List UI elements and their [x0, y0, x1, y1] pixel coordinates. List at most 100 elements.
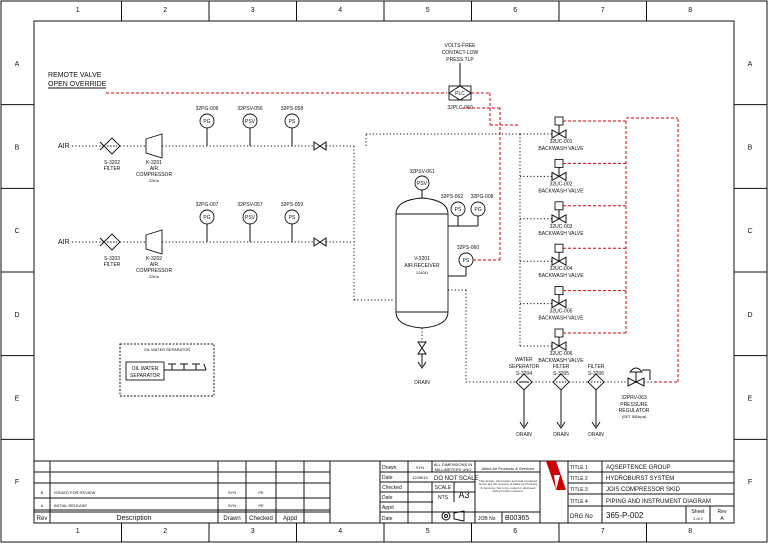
remote-override-line1: REMOTE VALVE: [48, 72, 102, 79]
column-ref-2: 2: [163, 528, 167, 535]
column-ref-3: 3: [251, 7, 255, 14]
row-ref-D: D: [747, 312, 752, 319]
gauge-32pg006: [199, 113, 215, 129]
row-ref-B: B: [15, 145, 20, 152]
tb-title4-label: TITLE 4: [570, 499, 588, 505]
compressor-k3201-tag: K-3201: [146, 160, 162, 166]
column-ref-7: 7: [601, 7, 605, 14]
psv-32psv061-symbol: PSV: [417, 181, 428, 187]
backwash-valve-name: BACKWASH VALVE: [538, 231, 584, 237]
solenoid-valve-icon: [551, 129, 567, 139]
actuator-icon: [554, 116, 564, 126]
rev-header-rev: Rev: [37, 516, 48, 522]
tb-date-label: Date: [382, 475, 393, 481]
tb-job-val: B00365: [505, 515, 529, 522]
tb-rev-val: A: [720, 516, 724, 522]
solenoid-valve-icon: [551, 341, 567, 351]
switch-32ps059: [284, 209, 300, 225]
prv-set: (SET 550kpa): [622, 414, 647, 419]
gauge-32pg008: [470, 201, 486, 217]
water-sep-name2: SEPERATOR: [509, 364, 540, 370]
compressor-k3202-rating: 22Kw: [149, 274, 159, 279]
tb-checked-label: Checked: [382, 485, 402, 491]
psv-32psv057-symbol: PSV: [245, 215, 256, 221]
tb-dims-note-1: ALL DIMENSIONS IN: [434, 462, 473, 467]
row-ref-C: C: [747, 228, 752, 235]
projection-symbol-icon: [441, 510, 465, 522]
gauge-32pg008-symbol: PG: [474, 207, 481, 213]
plc-symbol-label: PLC: [455, 91, 465, 97]
column-ref-8: 8: [688, 528, 692, 535]
backwash-valve-tag: 32UC-004: [550, 266, 573, 272]
rev-header-drawn: Drawn: [223, 516, 240, 522]
rev-header-desc: Description: [116, 515, 151, 522]
filter-s3205-name: FILTER: [553, 364, 570, 370]
column-ref-5: 5: [426, 528, 430, 535]
receiver-tag: V-3201: [414, 256, 430, 262]
psv-32psv056-symbol: PSV: [245, 119, 256, 125]
tb-scale-label: SCALE: [435, 485, 452, 491]
separator-box-title: OIL WATER SEPARATOR: [144, 347, 191, 352]
rev-row1-checked: PE: [258, 490, 264, 495]
tb-sheet-label: Sheet: [691, 509, 705, 515]
rev-header-checked: Checked: [249, 516, 273, 522]
psv-32psv057-tag: 32PSV-057: [237, 202, 263, 208]
drain-valve-icon: [417, 341, 427, 355]
switch-32ps059-symbol: PS: [289, 215, 296, 221]
row-ref-C: C: [14, 228, 19, 235]
column-ref-3: 3: [251, 528, 255, 535]
actuator-icon: [554, 328, 564, 338]
rev-header-appd: Appd: [283, 516, 297, 522]
compressor-k3202-tag: K-3202: [146, 256, 162, 262]
psv-32psv057: [242, 209, 258, 225]
backwash-valve-name: BACKWASH VALVE: [538, 146, 584, 152]
gauge-32pg006-symbol: PG: [203, 119, 210, 125]
tb-date-val: 12/08/19: [412, 475, 428, 480]
filter-s3203-tag: S-3203: [104, 256, 120, 262]
drain-label-2: DRAIN: [553, 432, 569, 438]
prv-tag: 32PRV-063: [621, 395, 647, 401]
receiver-volume: 1240Lt: [416, 270, 429, 275]
backwash-valve-tag: 32UC-003: [550, 224, 573, 230]
tb-job-label: JOB No: [478, 516, 496, 522]
tb-title2-label: TITLE 2: [570, 476, 588, 482]
column-ref-4: 4: [338, 528, 342, 535]
air-inlet-label-1: AIR: [58, 143, 70, 150]
compressor-k3202-name2: COMPRESSOR: [136, 268, 173, 274]
tb-drg-val: 365-P-002: [606, 511, 644, 520]
column-ref-1: 1: [76, 7, 80, 14]
plc-note-3: PRESS TLP: [446, 57, 474, 63]
tb-date2-label: Date: [382, 495, 393, 501]
row-ref-E: E: [15, 396, 20, 403]
row-ref-F: F: [748, 479, 752, 486]
tb-sheet-val: 1 of 1: [693, 516, 704, 521]
backwash-valve-name: BACKWASH VALVE: [538, 188, 584, 194]
compressor-k3201-name2: COMPRESSOR: [136, 172, 173, 178]
actuator-icon: [554, 243, 564, 253]
prv-name1: PRESSURE: [620, 402, 648, 408]
row-ref-F: F: [15, 479, 19, 486]
filter-s3203-name: FILTER: [104, 262, 121, 268]
oil-water-separator: [125, 361, 165, 381]
tb-drawn-label: Drawn: [382, 465, 397, 471]
air-inlet-label-2: AIR: [58, 239, 70, 246]
filter-s3203-icon: [103, 233, 121, 251]
plc-tag: 32PLC-060: [447, 105, 473, 111]
psv-32psv056-tag: 32PSV-056: [237, 106, 263, 112]
switch-32ps062-tag: 32PS-062: [441, 194, 463, 200]
compressor-train-2: AIR S-3203 FILTER K-3202 AIR COMPRESSOR …: [58, 202, 354, 279]
filter-s3202-icon: [103, 137, 121, 155]
actuator-icon: [554, 201, 564, 211]
tb-title4-val: PIPING AND INSTRUMENT DIAGRAM: [606, 499, 711, 505]
gauge-32pg007-tag: 32PG-007: [196, 202, 219, 208]
actuator-icon: [554, 286, 564, 296]
tb-date3-label: Date: [382, 516, 393, 522]
tb-title3-label: TITLE 3: [570, 487, 588, 493]
remote-override-line2: OPEN OVERRIDE: [48, 81, 107, 88]
